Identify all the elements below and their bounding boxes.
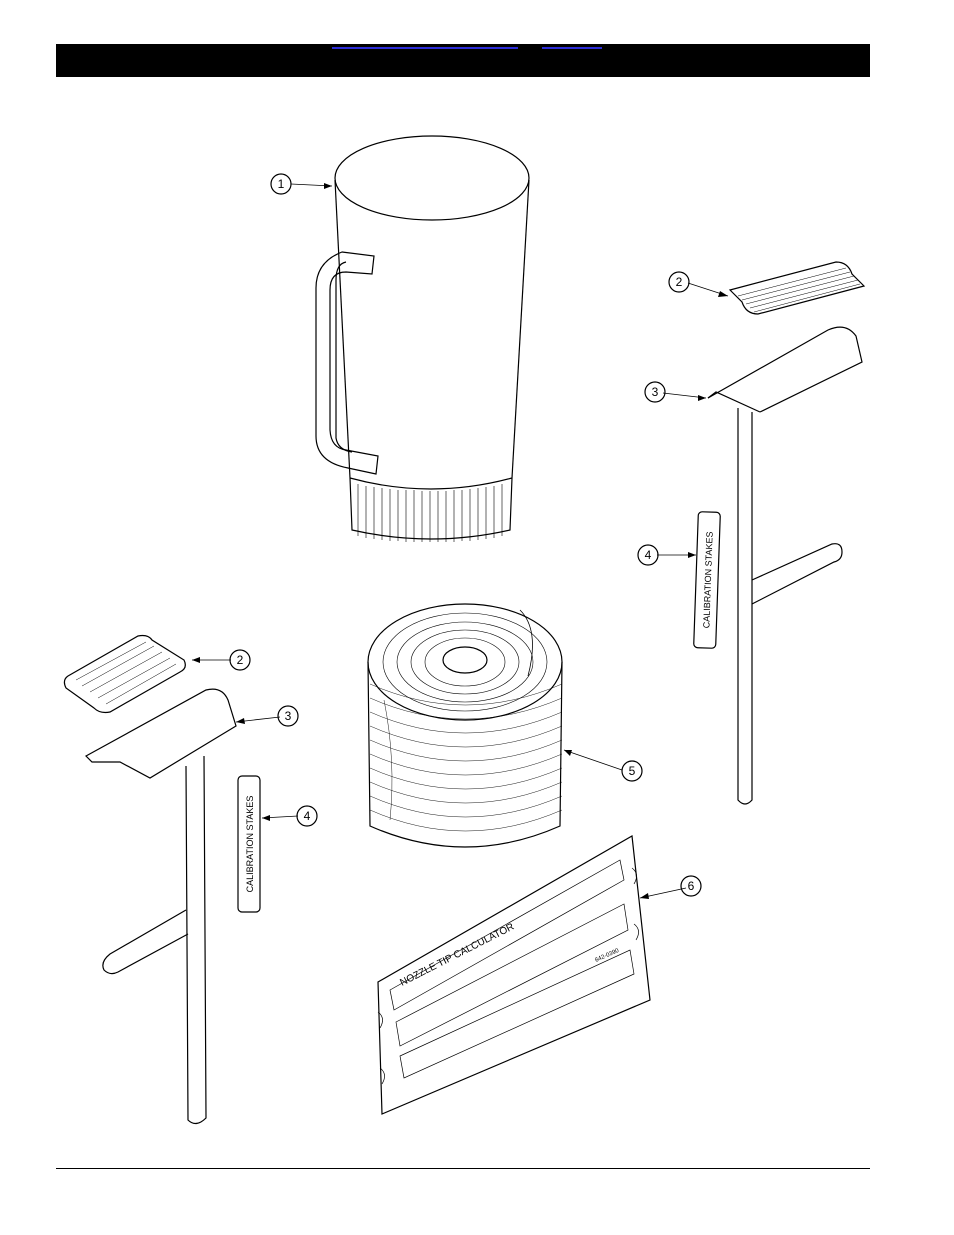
decal-right-text: CALIBRATION STAKES	[701, 531, 714, 628]
callout-bubble	[637, 544, 659, 566]
callout-6: 6	[688, 879, 695, 893]
measuring-jug	[315, 135, 530, 542]
flag-pad-left	[63, 634, 186, 714]
callout-3-left: 3	[285, 709, 292, 723]
stake-left	[85, 688, 237, 1125]
decal-left	[237, 775, 261, 913]
callout-3-right: 3	[652, 385, 659, 399]
callout-bubble	[277, 705, 299, 727]
header-bar	[56, 44, 870, 77]
callout-2-right: 2	[676, 275, 683, 289]
callout-4-left: 4	[304, 809, 311, 823]
stake-right	[707, 326, 863, 805]
callout-bubble	[229, 649, 251, 671]
callout-leaders	[192, 183, 729, 899]
callout-bubble	[668, 271, 690, 293]
callout-1: 1	[278, 177, 285, 191]
header-link-2[interactable]	[542, 47, 602, 49]
flagging-roll	[367, 603, 563, 848]
callout-4-right: 4	[645, 548, 652, 562]
callout-bubble	[680, 875, 702, 897]
callout-bubble	[270, 173, 292, 195]
callout-bubble	[644, 381, 666, 403]
nozzle-tip-calculator	[377, 835, 651, 1115]
callout-5: 5	[629, 764, 636, 778]
flag-pad-right	[728, 261, 866, 315]
decal-right	[693, 511, 721, 649]
callout-bubble	[621, 760, 643, 782]
callout-bubble	[296, 805, 318, 827]
header-link-1[interactable]	[332, 47, 518, 49]
calculator-title: NOZZLE TIP CALCULATOR	[398, 921, 516, 988]
footer-rule	[56, 1168, 870, 1169]
callout-2-left: 2	[237, 653, 244, 667]
decal-left-text: CALIBRATION STAKES	[245, 796, 255, 893]
